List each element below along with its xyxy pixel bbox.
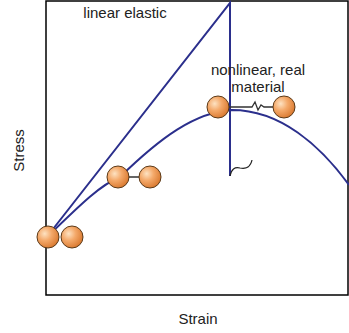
curve-label: nonlinear, real material: [198, 61, 318, 95]
curve-label: linear elastic: [83, 4, 166, 21]
fracture-mark: [230, 160, 252, 176]
atom-pair-broken: [207, 96, 295, 118]
atom-pair-stretched: [107, 166, 161, 188]
axis-title: Stress: [10, 129, 27, 172]
nonlinear-curve: [46, 110, 349, 238]
axis-title: Strain: [178, 310, 217, 327]
plot-frame: [46, 1, 348, 295]
linear-elastic-line: [46, 3, 230, 238]
atom-pair-compressed: [37, 226, 83, 248]
